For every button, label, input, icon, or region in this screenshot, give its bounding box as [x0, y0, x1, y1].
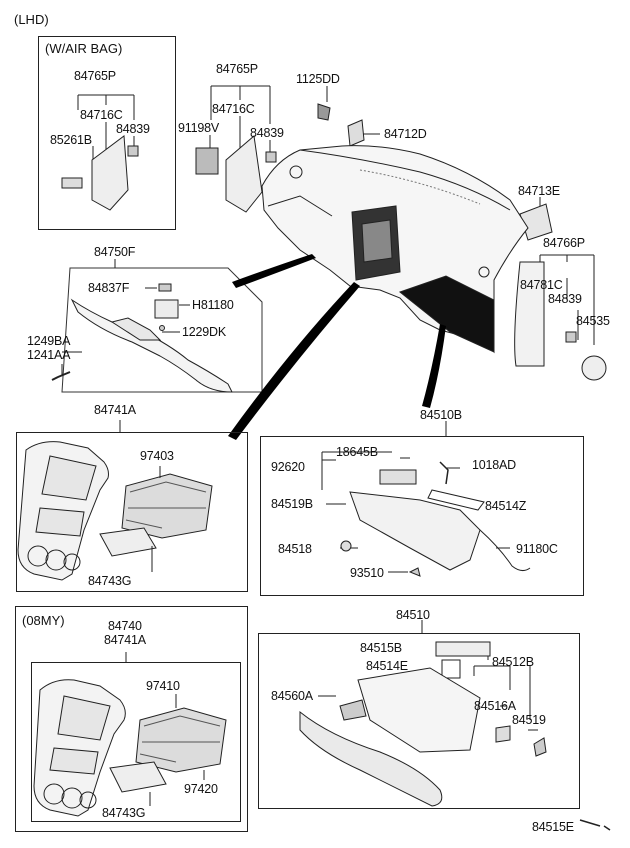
part-label-84516A: 84516A: [474, 699, 516, 713]
part-label-84713E: 84713E: [518, 184, 560, 198]
part-label-93510: 93510: [350, 566, 384, 580]
part-label-84781C: 84781C: [520, 278, 563, 292]
part-label-84510B: 84510B: [420, 408, 462, 422]
part-label-84514Z: 84514Z: [485, 499, 527, 513]
part-label-84515B: 84515B: [360, 641, 402, 655]
part-label-85261B: 85261B: [50, 133, 92, 147]
part-label-84765P: 84765P: [74, 69, 116, 83]
part-label-1241AA: 1241AA: [27, 348, 71, 362]
part-label-91198V: 91198V: [178, 121, 219, 135]
part-label-84514E: 84514E: [366, 659, 408, 673]
part-label-84839: 84839: [250, 126, 284, 140]
airbag-variant-box: [38, 36, 176, 230]
part-label-84519B: 84519B: [271, 497, 313, 511]
08my-inner-box: [31, 662, 241, 822]
airbag-variant-label: (W/AIR BAG): [45, 41, 123, 56]
08my-variant-box: [15, 606, 248, 832]
main-dashboard: [261, 145, 529, 354]
part-label-84535: 84535: [576, 314, 610, 328]
part-label-84743G: 84743G: [88, 574, 132, 588]
region-label: (LHD): [14, 12, 49, 27]
pointer-swooshes: [228, 254, 446, 440]
part-label-84740: 84740: [108, 619, 142, 633]
panel-84741A-top: [17, 420, 213, 581]
part-label-84716C: 84716C: [80, 108, 123, 122]
part-label-84839: 84839: [548, 292, 582, 306]
part-label-84512B: 84512B: [492, 655, 534, 669]
part-label-97410: 97410: [146, 679, 180, 693]
part-label-84515E: 84515E: [532, 820, 574, 834]
glove-box-housing-box: [260, 436, 584, 596]
part-label-84766P: 84766P: [543, 236, 585, 250]
part-label-1229DK: 1229DK: [182, 325, 226, 339]
part-label-84712D: 84712D: [384, 127, 427, 141]
part-label-84750F: 84750F: [94, 245, 136, 259]
part-label-91180C: 91180C: [516, 542, 558, 556]
panel-84510: [299, 620, 611, 831]
part-label-84560A: 84560A: [271, 689, 313, 703]
part-label-97403: 97403: [140, 449, 174, 463]
glove-box-assy-box: [258, 633, 580, 809]
part-label-1125DD: 1125DD: [296, 72, 340, 86]
part-label-84741A: 84741A: [94, 403, 136, 417]
panel-84510B: [321, 421, 531, 577]
08my-variant-label: (08MY): [22, 613, 65, 628]
part-label-84837F: 84837F: [88, 281, 130, 295]
part-label-H81180: H81180: [192, 298, 234, 312]
center-fascia-box: [16, 432, 248, 592]
small-parts-top: [61, 103, 607, 381]
part-label-1249BA: 1249BA: [27, 334, 71, 348]
panel-08MY: [33, 652, 227, 817]
part-label-84839: 84839: [116, 122, 150, 136]
part-label-84519: 84519: [512, 713, 546, 727]
part-label-18645B: 18645B: [336, 445, 378, 459]
part-label-84510: 84510: [396, 608, 430, 622]
part-label-84743G: 84743G: [102, 806, 146, 820]
part-label-1018AD: 1018AD: [472, 458, 516, 472]
part-label-84765P: 84765P: [216, 62, 258, 76]
panel-84750F: [51, 259, 263, 393]
part-label-97420: 97420: [184, 782, 218, 796]
part-label-84716C: 84716C: [212, 102, 255, 116]
leader-lines-top: [209, 85, 595, 345]
part-label-84518: 84518: [278, 542, 312, 556]
part-label-92620: 92620: [271, 460, 305, 474]
part-label-84741A: 84741A: [104, 633, 146, 647]
